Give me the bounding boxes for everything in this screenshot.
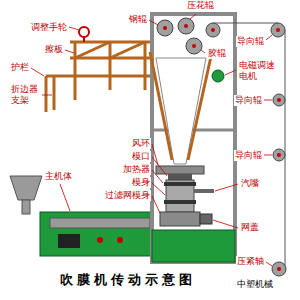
leader-line: [215, 184, 238, 191]
heater-band: [164, 182, 196, 186]
indicator-dot: [117, 237, 123, 243]
leader-line: [41, 95, 52, 96]
guide-roller: [273, 94, 285, 106]
barrel: [50, 218, 150, 228]
press-shaft: [272, 262, 286, 276]
die-base: [152, 230, 235, 262]
leader-line: [69, 27, 79, 30]
roller-axle: [163, 26, 167, 30]
speed-motor: [212, 70, 224, 82]
air-nozzle: [194, 189, 214, 193]
part-label: 模口: [131, 151, 151, 162]
part-label: 加热器: [122, 164, 151, 175]
embossing-roller: [178, 18, 194, 34]
part-label: 电磁调速电机: [238, 60, 280, 82]
motor-detail: [58, 234, 80, 248]
leader-line: [60, 184, 70, 211]
part-label: 擦板: [44, 44, 64, 55]
leader-line: [266, 262, 272, 266]
part-label: 导向辊: [236, 36, 265, 47]
leader-line: [201, 50, 205, 53]
leader-line: [65, 50, 74, 53]
die-lip: [168, 174, 192, 180]
part-label: 主机体: [44, 171, 73, 182]
leader-line: [213, 220, 238, 228]
screen-cover: [200, 214, 212, 224]
guide-roller: [273, 149, 285, 161]
air-ring: [156, 166, 204, 174]
guide-roller: [206, 23, 220, 37]
diagram-title: 吹膜机传动示意图: [60, 272, 196, 288]
film-path: [285, 30, 286, 270]
part-label: 护栏: [10, 62, 30, 73]
guard-rail: [46, 75, 152, 78]
heater-band: [164, 200, 196, 204]
frame-brace: [75, 42, 110, 58]
leader-line: [264, 155, 272, 156]
hand-wheel-shaft: [83, 37, 85, 42]
folder-bracket: [53, 76, 56, 110]
main-body: [40, 212, 152, 256]
part-label: 网盖: [240, 222, 260, 233]
leader-line: [152, 170, 163, 183]
indicator-dot: [97, 237, 103, 243]
leader-line: [152, 144, 158, 165]
film-path: [213, 23, 278, 24]
watermark: 中塑机械: [236, 279, 274, 290]
collapsing-plate: [188, 52, 212, 160]
part-label: 压紧轴: [236, 256, 265, 267]
part-label: 模身: [131, 177, 151, 188]
part-label: 调整手轮: [30, 22, 68, 33]
steel-roller: [157, 20, 173, 36]
hopper-neck: [22, 200, 30, 214]
frame-post: [109, 42, 112, 90]
roller-axle: [277, 153, 281, 157]
roller-axle: [192, 44, 196, 48]
frame-post: [144, 42, 147, 90]
hand-wheel: [79, 27, 89, 37]
part-label: 导向辊: [234, 95, 263, 106]
rubber-roller: [186, 38, 202, 54]
filter-body: [160, 212, 200, 226]
part-label: 压花辊: [186, 0, 215, 11]
hopper: [10, 176, 42, 200]
part-label: 胶辊: [207, 48, 227, 59]
guide-roller: [271, 23, 285, 37]
leader-line: [149, 20, 158, 25]
roller-axle: [277, 98, 281, 102]
frame-brace: [110, 42, 145, 58]
part-label: 汽嘴: [240, 178, 260, 189]
guard-rail: [45, 76, 48, 112]
leader-line: [264, 100, 272, 101]
leader-line: [266, 35, 272, 40]
roller-axle: [211, 28, 215, 32]
leader-line: [152, 196, 160, 213]
part-label: 风环: [131, 138, 151, 149]
part-label: 导向辊: [234, 150, 263, 161]
roller-axle: [277, 267, 281, 271]
part-label: 过滤网模身: [104, 190, 151, 201]
frame-post: [74, 42, 77, 100]
part-label: 折边器支架: [10, 84, 42, 106]
leader-line: [31, 68, 44, 76]
leader-line: [152, 183, 165, 195]
roller-axle: [276, 28, 280, 32]
collapsing-plate: [150, 52, 172, 160]
leader-line: [190, 14, 196, 19]
part-label: 钢辊: [128, 14, 148, 25]
leader-line: [225, 70, 236, 75]
tower-frame: [152, 14, 235, 262]
roller-axle: [184, 24, 188, 28]
